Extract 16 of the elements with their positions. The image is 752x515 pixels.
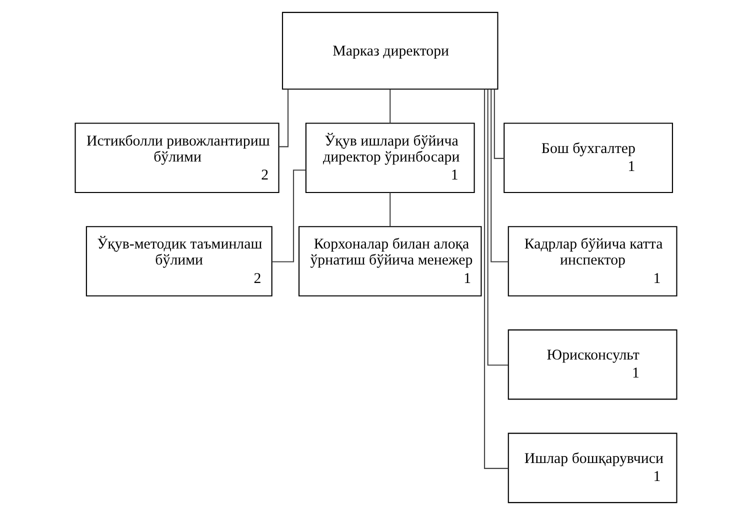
- connector: [390, 89, 391, 124]
- node-box: Ишлар бошқарувчиси 1: [508, 432, 678, 504]
- node-box: Кадрлар бўйича катта инспектор 1: [508, 226, 678, 296]
- node-box: Юрисконсульт 1: [508, 329, 678, 400]
- node-box: Ўқув-методик таъминлаш бўлими 2: [86, 226, 272, 296]
- connector: [390, 192, 391, 226]
- connector: [278, 89, 289, 148]
- connector: [490, 90, 508, 262]
- node-box: Ўқув ишлари бўйича директор ўринбосари 1: [305, 122, 475, 194]
- node-box: Бош бухгалтер 1: [504, 122, 673, 194]
- connector: [487, 89, 508, 366]
- node-box: Корхоналар билан алоқа ўрнатиш бўйича менежер 1: [298, 226, 482, 296]
- node-box: Истикболли ривожлантириш бўлими 2: [74, 122, 280, 194]
- node-box: Марказ директори: [282, 12, 498, 90]
- connector: [484, 89, 508, 469]
- connector: [494, 89, 504, 159]
